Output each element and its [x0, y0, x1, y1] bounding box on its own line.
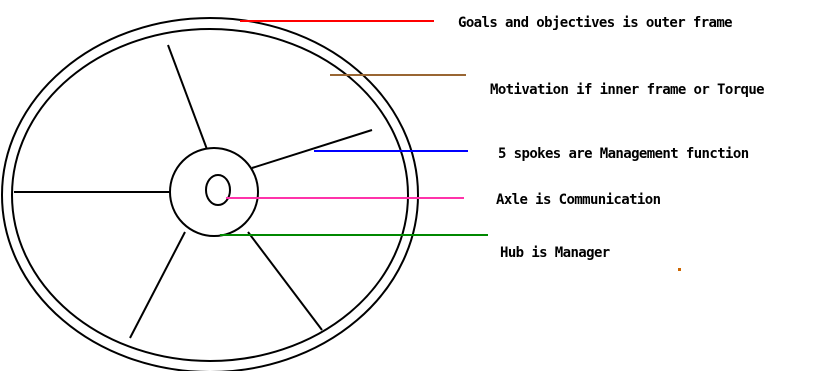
spoke-lower-left [130, 232, 185, 338]
spoke-right [252, 130, 372, 168]
hub-label: Hub is Manager [500, 245, 610, 261]
spoke-lower-right [248, 232, 322, 330]
spokes-label: 5 spokes are Management function [498, 146, 749, 162]
spoke-top [168, 45, 208, 152]
stray-dot [678, 268, 681, 271]
axle [206, 175, 230, 205]
outer-frame-label: Goals and objectives is outer frame [458, 15, 732, 31]
inner-frame-label: Motivation if inner frame or Torque [490, 82, 764, 98]
axle-label: Axle is Communication [496, 192, 661, 208]
